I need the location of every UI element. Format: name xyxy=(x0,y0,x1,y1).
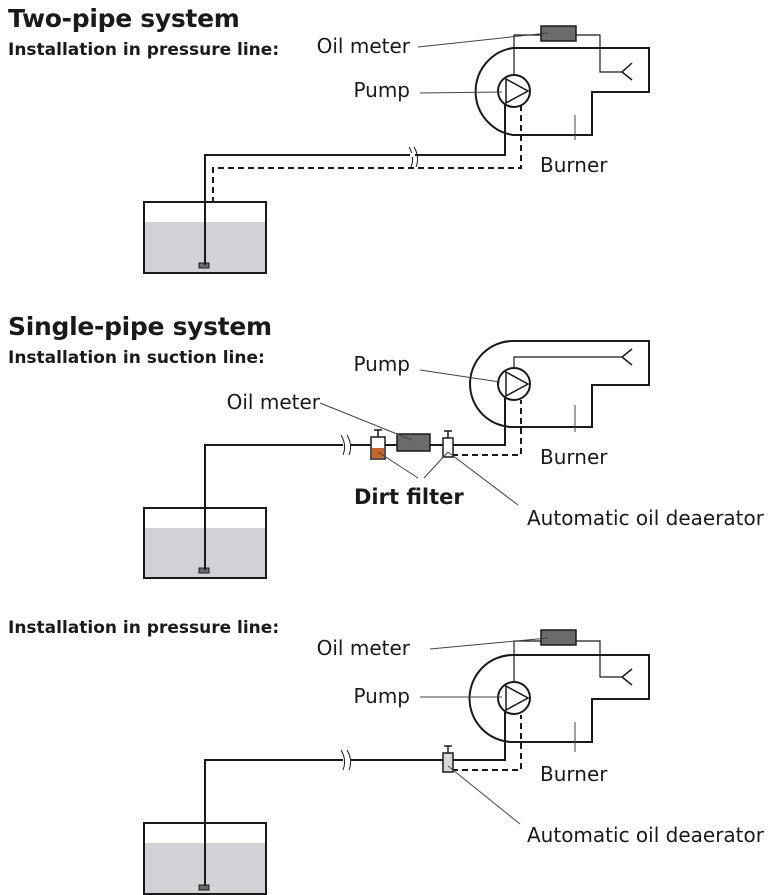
burner-housing xyxy=(474,47,650,136)
diagram-single-pipe-pressure: Oil meter Pump Burner Automatic oil deae… xyxy=(143,629,765,895)
suction-line xyxy=(204,395,506,570)
burner-label: Burner xyxy=(540,762,608,786)
burner-housing xyxy=(469,340,650,428)
burner-housing xyxy=(468,654,650,743)
nozzle-symbol xyxy=(620,668,633,686)
deaerator-symbol xyxy=(442,745,454,773)
pump-label: Pump xyxy=(353,684,410,708)
return-line xyxy=(452,715,522,771)
deaerator-label: Automatic oil deaerator xyxy=(527,506,765,530)
line-break-marks xyxy=(408,146,419,168)
oil-meter-label: Oil meter xyxy=(317,34,411,58)
oil-meter-symbol xyxy=(540,629,577,646)
pump-symbol xyxy=(497,681,531,715)
supply-line xyxy=(204,710,506,886)
pump-symbol xyxy=(497,74,531,108)
oil-meter-label: Oil meter xyxy=(227,390,321,414)
dirt-filter-symbol xyxy=(370,429,386,460)
dirt-filter-label: Dirt filter xyxy=(354,485,464,509)
supply-line xyxy=(204,92,506,265)
line-break-marks xyxy=(340,434,352,456)
deaerator-label: Automatic oil deaerator xyxy=(527,823,765,847)
pump-label: Pump xyxy=(353,78,410,102)
line-break-marks xyxy=(340,749,352,771)
diagram-single-pipe-suction: Pump Oil meter Burner Dirt filter Automa… xyxy=(143,340,765,579)
burner-label: Burner xyxy=(540,445,608,469)
section2-title: Single-pipe system xyxy=(8,312,272,341)
section3-subtitle: Installation in pressure line: xyxy=(8,618,280,638)
nozzle-symbol xyxy=(620,62,633,81)
section2-subtitle: Installation in suction line: xyxy=(8,348,265,368)
oil-meter-symbol xyxy=(396,433,431,452)
return-line xyxy=(212,104,522,203)
section1-subtitle: Installation in pressure line: xyxy=(8,40,280,60)
section1-title: Two-pipe system xyxy=(8,4,240,33)
burner-label: Burner xyxy=(540,153,608,177)
return-line xyxy=(452,400,522,456)
diagram-two-pipe: Oil meter Pump Burner xyxy=(143,25,650,274)
deaerator-symbol xyxy=(442,430,454,458)
pump-label: Pump xyxy=(353,352,410,376)
pump-symbol xyxy=(497,367,531,401)
nozzle-symbol xyxy=(620,348,633,366)
dirt-filter-oil xyxy=(372,448,384,458)
oil-meter-label: Oil meter xyxy=(317,636,411,660)
